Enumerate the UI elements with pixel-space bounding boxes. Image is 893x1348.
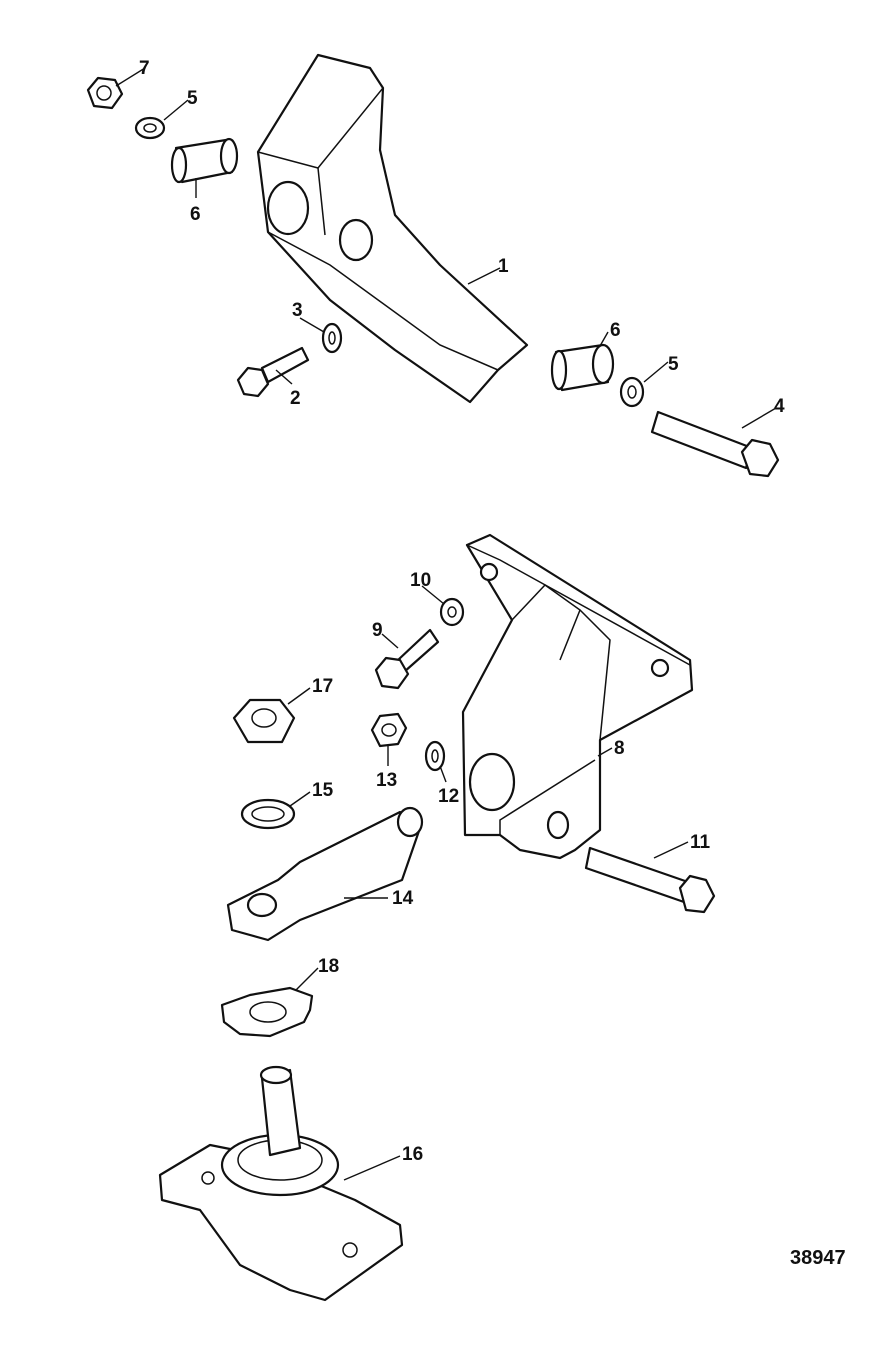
callout-6-lower: 6 [610, 320, 621, 341]
leader-5a [163, 99, 189, 121]
leader-7 [115, 67, 146, 87]
leader-17 [287, 687, 311, 705]
leader-6b [599, 331, 609, 347]
callout-18: 18 [318, 956, 339, 977]
tab-washer-part-18 [220, 986, 314, 1038]
bolt-part-2 [236, 346, 310, 398]
callout-2: 2 [290, 388, 301, 409]
callout-16: 16 [402, 1144, 423, 1165]
callout-labels: 7 5 6 1 3 2 6 5 4 10 9 17 13 12 8 15 14 … [139, 58, 785, 1165]
lockwasher-part-5-lower [619, 376, 645, 408]
callout-15: 15 [312, 780, 334, 801]
leader-lines [115, 67, 777, 1181]
leader-5b [643, 361, 669, 383]
leader-2 [275, 369, 293, 385]
leader-16 [343, 1155, 401, 1181]
leader-10 [421, 585, 445, 605]
leader-18 [295, 967, 319, 991]
mounting-bracket-part-8 [461, 533, 694, 860]
link-part-14 [226, 806, 424, 942]
callout-12: 12 [438, 786, 459, 807]
leader-15 [289, 791, 311, 807]
lockwasher-part-3 [321, 322, 343, 354]
nut-part-17 [232, 698, 296, 744]
leader-9 [381, 633, 399, 649]
callout-9: 9 [372, 620, 383, 641]
bolt-part-9 [374, 628, 440, 690]
callout-14: 14 [392, 888, 414, 909]
callout-8: 8 [614, 738, 625, 759]
lockwasher-part-5-upper [134, 116, 166, 140]
callout-6-upper: 6 [190, 204, 201, 225]
nut-part-13 [370, 712, 408, 748]
lockwasher-part-10 [439, 597, 465, 627]
bracket-arm-part [256, 53, 529, 404]
leader-4 [741, 407, 777, 429]
callout-13: 13 [376, 770, 397, 791]
engine-mount-part-16 [158, 1065, 404, 1302]
leader-8 [597, 747, 613, 757]
callout-7: 7 [139, 58, 150, 79]
figure-number: 38947 [790, 1247, 846, 1269]
spacer-part-6-lower [550, 343, 615, 392]
leader-12 [439, 765, 447, 783]
callout-3: 3 [292, 300, 303, 321]
callout-5-lower: 5 [668, 354, 679, 375]
callout-11: 11 [690, 832, 711, 853]
callout-1: 1 [498, 256, 509, 277]
lockwasher-part-15 [240, 798, 296, 830]
leader-3 [299, 317, 325, 333]
callout-10: 10 [410, 570, 431, 591]
leader-1 [467, 267, 501, 285]
bolt-part-4 [650, 410, 780, 478]
callout-5-upper: 5 [187, 88, 198, 109]
callout-4: 4 [774, 396, 785, 417]
spacer-part-6-upper [170, 137, 239, 184]
lockwasher-part-12 [424, 740, 446, 772]
bolt-part-11 [584, 846, 716, 914]
leader-11 [653, 841, 689, 859]
nut-part-7 [86, 76, 124, 110]
callout-17: 17 [312, 676, 333, 697]
